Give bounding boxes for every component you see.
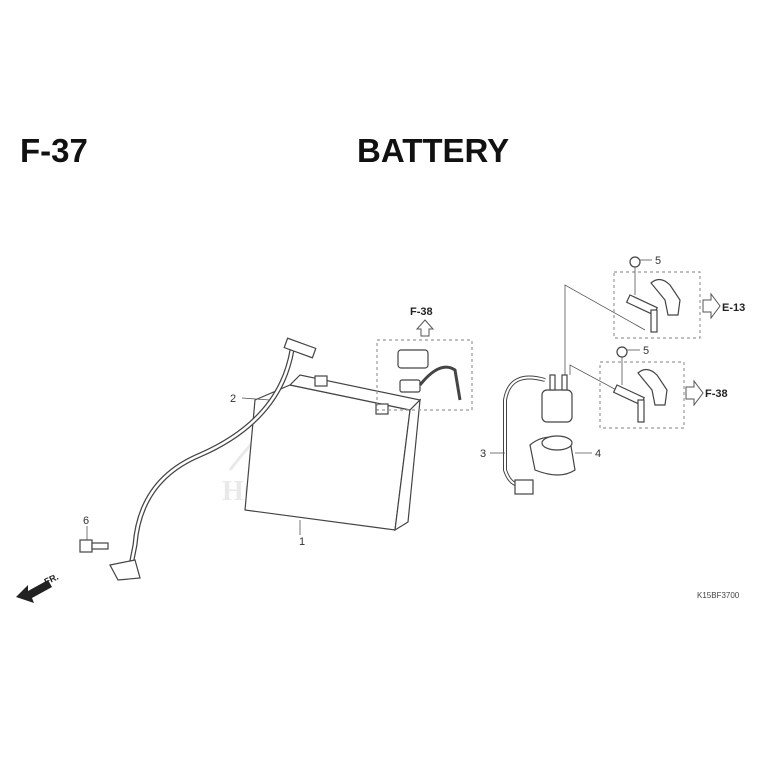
relay-cover[interactable] <box>529 435 576 476</box>
right-arrow-icon <box>702 292 721 320</box>
callout-5-lower: 5 <box>643 345 649 357</box>
callout-5-upper: 5 <box>655 255 661 267</box>
ref-e13[interactable]: E-13 <box>722 302 745 314</box>
callout-4: 4 <box>595 448 601 460</box>
right-arrow-icon <box>685 379 704 407</box>
callout-3: 3 <box>480 448 486 460</box>
callout-6: 6 <box>83 515 89 527</box>
diagram-code: K15BF3700 <box>697 591 740 600</box>
section-code: F-37 <box>20 132 88 169</box>
up-arrow-icon <box>415 319 435 337</box>
starter-relay[interactable] <box>503 374 573 495</box>
callout-1: 1 <box>299 536 305 548</box>
terminal-cap-lower[interactable] <box>612 346 668 423</box>
battery-cable[interactable] <box>109 337 317 581</box>
ref-f38-top[interactable]: F-38 <box>410 306 433 318</box>
page-title: BATTERY <box>357 132 510 169</box>
front-direction-arrow: FR. <box>16 572 60 603</box>
fuse-holder[interactable] <box>397 349 462 401</box>
battery[interactable] <box>244 374 422 532</box>
ref-f38-right[interactable]: F-38 <box>705 388 728 400</box>
terminal-cap-upper[interactable] <box>625 256 681 333</box>
svg-text:FR.: FR. <box>43 572 60 587</box>
callout-2: 2 <box>230 393 236 405</box>
bolt[interactable] <box>79 539 109 553</box>
